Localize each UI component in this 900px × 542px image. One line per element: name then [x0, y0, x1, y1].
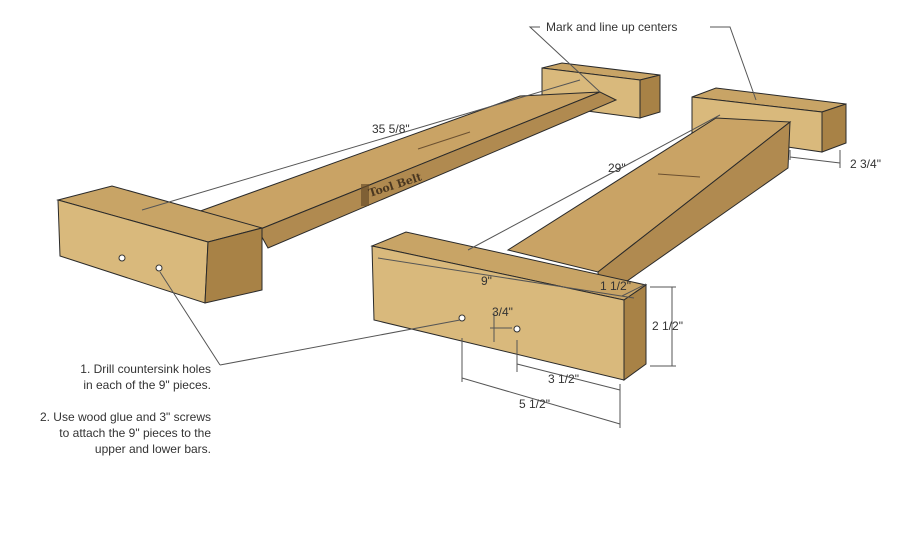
label-length-long: 35 5/8" [372, 122, 410, 136]
label-width-block: 9" [481, 274, 492, 288]
instruction-line: 2. Use wood glue and 3" screws [40, 410, 211, 424]
instructions: 1. Drill countersink holes in each of th… [40, 362, 211, 456]
dimension-lines [141, 26, 841, 428]
label-hole-vertical: 3/4" [492, 305, 513, 319]
screw-hole [458, 314, 466, 322]
left-front-block [56, 185, 264, 304]
screw-hole [513, 325, 521, 333]
instruction-line: to attach the 9" pieces to the [59, 426, 211, 440]
label-hole-inner: 3 1/2" [548, 372, 579, 386]
screw-hole [118, 254, 126, 262]
instruction-line: upper and lower bars. [95, 442, 211, 456]
label-inset: 2 3/4" [850, 157, 881, 171]
label-block-thickness: 1 1/2" [600, 279, 631, 293]
instruction-line: in each of the 9" pieces. [83, 378, 211, 392]
instruction-line: 1. Drill countersink holes [80, 362, 211, 376]
right-front-block [370, 231, 648, 381]
label-block-height: 2 1/2" [652, 319, 683, 333]
label-mark-line-up: Mark and line up centers [546, 20, 677, 34]
label-length-short: 29" [608, 161, 626, 175]
screw-hole [155, 264, 163, 272]
label-hole-outer: 5 1/2" [519, 397, 550, 411]
